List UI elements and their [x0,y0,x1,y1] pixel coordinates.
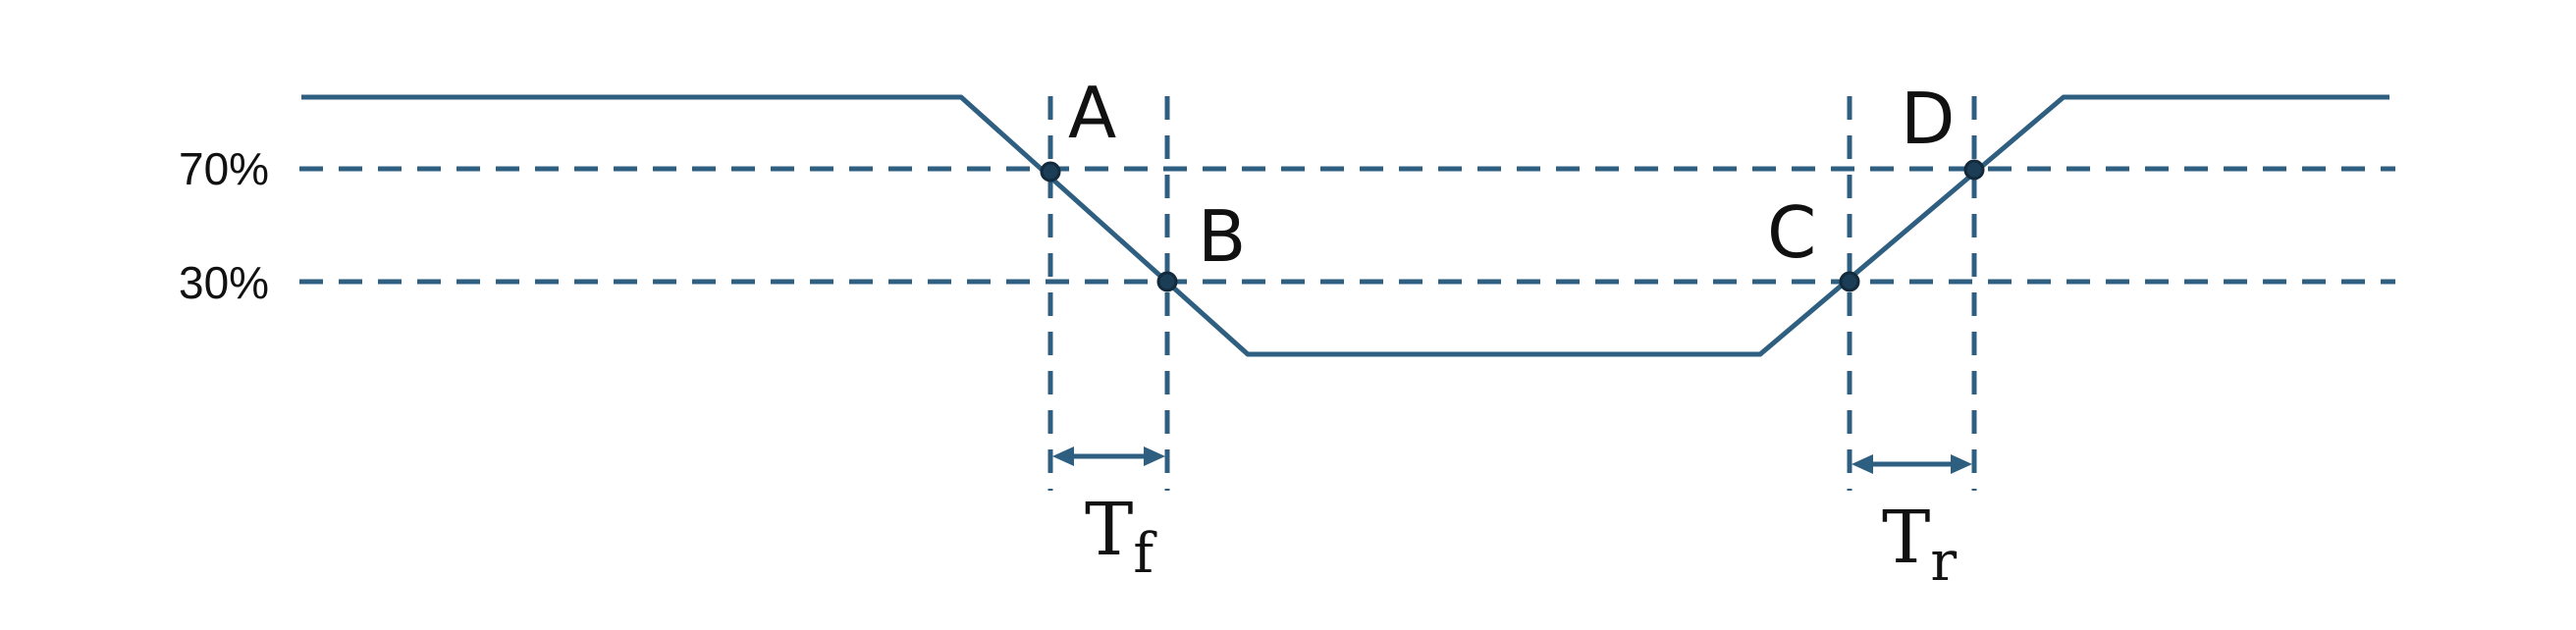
fall-time-arrow [1052,446,1165,466]
point-c-marker [1839,271,1860,292]
point-label-b: B [1198,195,1246,278]
signal-waveform [301,94,2389,357]
fall-time-symbol: T [1085,488,1133,572]
point-label-c: C [1767,191,1816,274]
arrow-right-head [1144,446,1165,466]
level-label-30: 30% [179,257,269,308]
level-label-70: 70% [179,143,269,194]
point-a-marker [1040,161,1061,183]
fall-time-label: Tf [1085,488,1157,586]
fall-time-subscript: f [1133,522,1157,586]
point-label-d: D [1901,78,1955,160]
point-b-marker [1156,271,1178,292]
rise-time-arrow [1852,454,1972,474]
point-label-a: A [1068,72,1116,154]
arrow-right-head [1951,454,1972,474]
rise-time-label: Tr [1882,496,1957,594]
point-d-marker [1963,159,1985,181]
rise-time-subscript: r [1930,530,1957,594]
arrow-left-head [1052,446,1074,466]
arrow-left-head [1852,454,1873,474]
rise-time-symbol: T [1882,496,1930,580]
